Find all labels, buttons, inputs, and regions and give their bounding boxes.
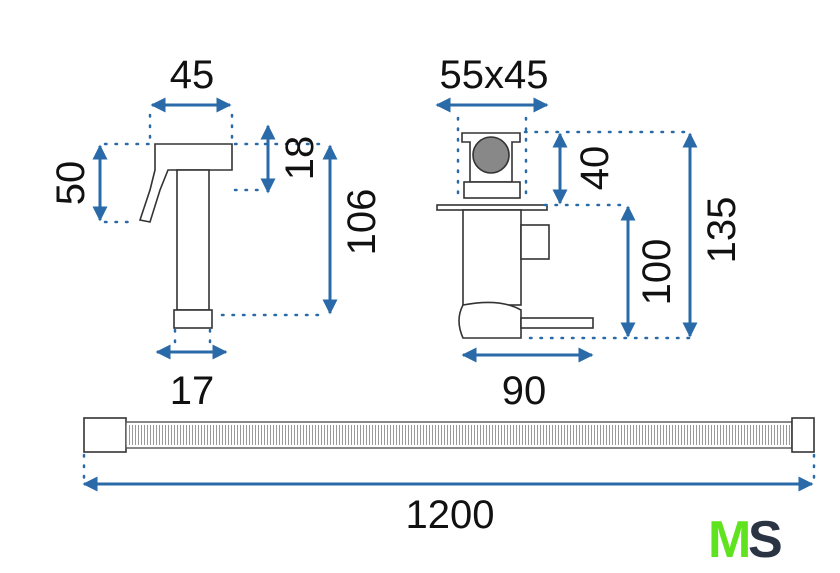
valve-drawing [435, 97, 698, 363]
label-106: 106 [340, 189, 384, 256]
label-17: 17 [170, 369, 215, 413]
label-55x45: 55x45 [440, 53, 549, 97]
label-40: 40 [573, 146, 617, 191]
label-18: 18 [278, 136, 322, 181]
sprayer-drawing [92, 97, 338, 360]
svg-text:M: M [708, 511, 751, 569]
label-50: 50 [49, 161, 93, 206]
hose-drawing [82, 417, 816, 492]
label-90: 90 [502, 369, 547, 413]
ms-logo: M S [708, 511, 783, 569]
label-45: 45 [170, 53, 215, 97]
label-1200: 1200 [406, 493, 495, 537]
label-135: 135 [700, 197, 744, 264]
label-100: 100 [635, 239, 679, 306]
svg-text:S: S [748, 511, 783, 569]
